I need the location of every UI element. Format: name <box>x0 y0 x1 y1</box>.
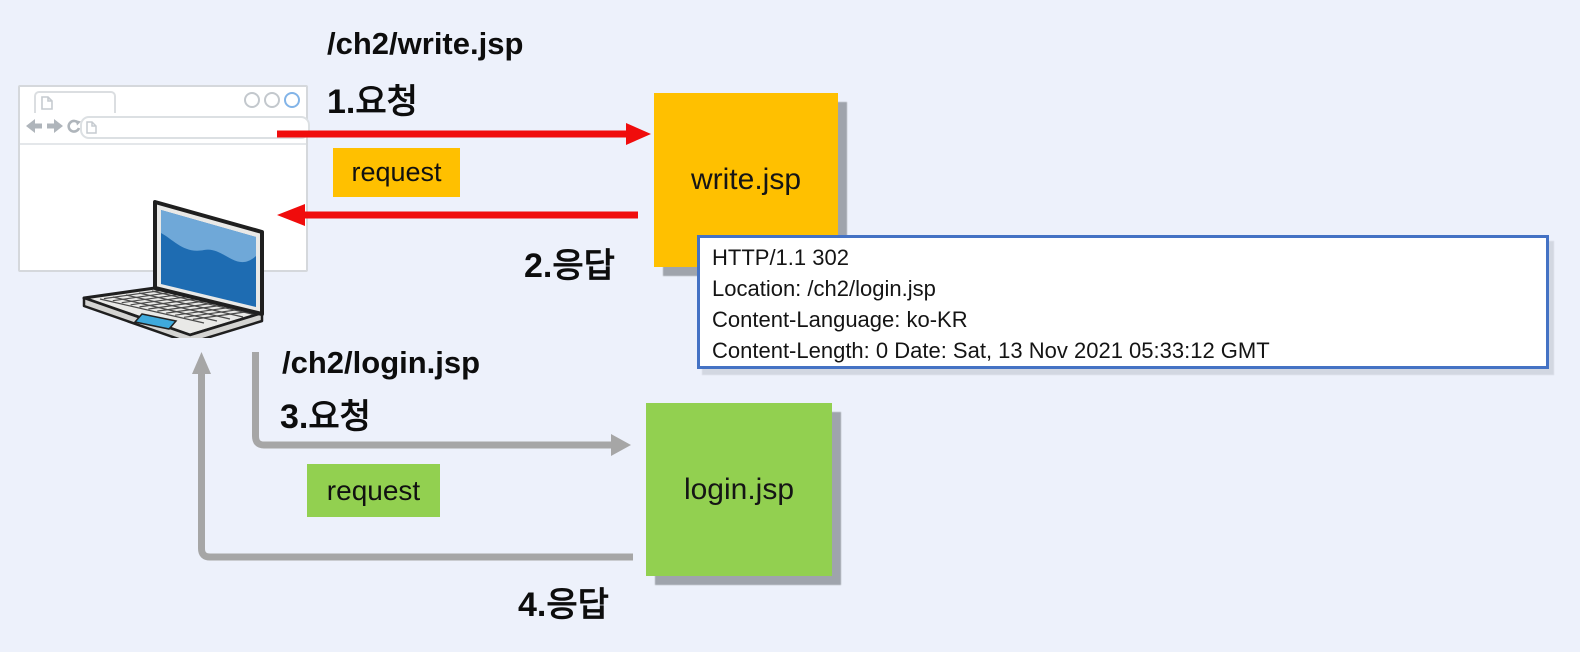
step1-label: 1.요청 <box>327 83 418 121</box>
login-jsp-node: login.jsp <box>646 403 832 576</box>
http-length-date-line: Content-Length: 0 Date: Sat, 13 Nov 2021… <box>712 338 1270 363</box>
laptop-keyboard <box>94 289 256 324</box>
http-response-box: HTTP/1.1 302 Location: /ch2/login.jsp Co… <box>697 235 1549 369</box>
step4-label: 4.응답 <box>518 586 609 624</box>
request-1-arrow <box>277 123 651 145</box>
request-badge-write: request <box>333 148 460 197</box>
window-circle-icon <box>284 92 300 108</box>
request-badge-login: request <box>307 464 440 517</box>
step3-label: 3.요청 <box>280 398 371 436</box>
address-bar <box>80 116 310 139</box>
response-4-arrow <box>192 352 633 561</box>
browser-tab <box>34 91 116 113</box>
http-location-line: Location: /ch2/login.jsp <box>712 276 936 301</box>
forward-icon <box>47 119 63 133</box>
step2-label: 2.응답 <box>524 247 615 285</box>
browser-toolbar <box>20 113 310 141</box>
laptop-trackpad <box>133 313 178 330</box>
window-controls <box>244 92 300 108</box>
window-circle-icon <box>244 92 260 108</box>
laptop-illustration <box>82 200 264 338</box>
request1-path-label: /ch2/write.jsp <box>327 26 524 61</box>
window-circle-icon <box>264 92 280 108</box>
back-icon <box>26 119 42 133</box>
document-icon <box>41 96 53 110</box>
refresh-icon <box>67 119 81 133</box>
browser-content-separator <box>20 143 306 145</box>
response-2-arrow <box>277 204 638 226</box>
http-language-line: Content-Language: ko-KR <box>712 307 968 332</box>
document-icon <box>86 121 97 134</box>
request-3-arrow <box>252 352 631 456</box>
request3-path-label: /ch2/login.jsp <box>282 345 481 380</box>
http-status-line: HTTP/1.1 302 <box>712 245 849 270</box>
